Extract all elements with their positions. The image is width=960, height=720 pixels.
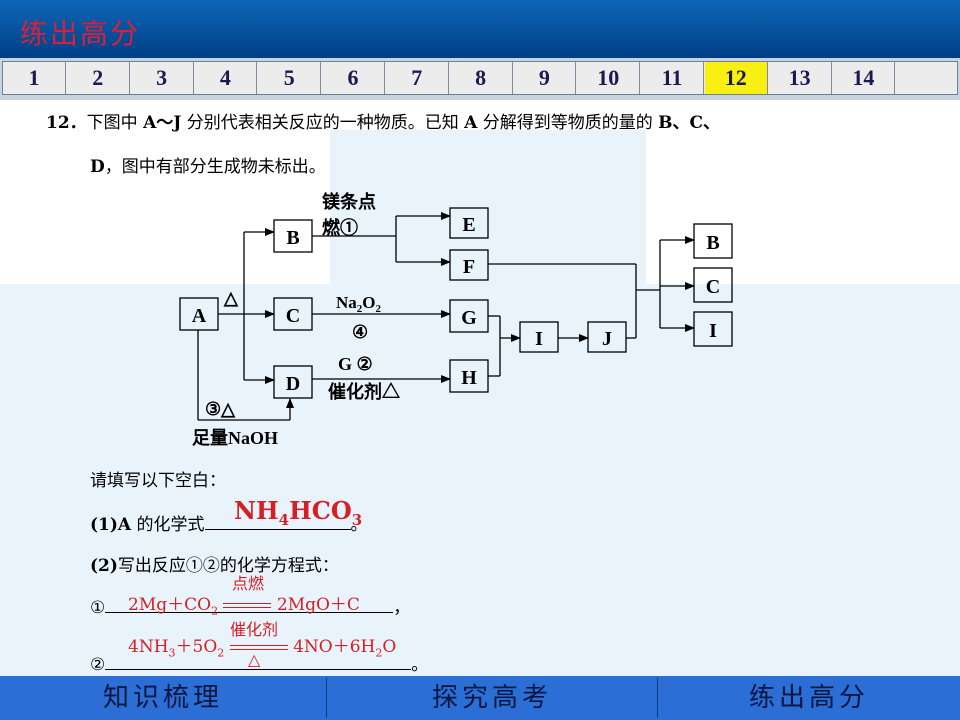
box-c2-label: C — [706, 276, 720, 298]
question-2: (2)写出反应①②的化学方程式： — [90, 556, 339, 576]
header-bar: 练出高分 — [0, 0, 960, 58]
question-number-1[interactable]: 1 — [3, 62, 66, 94]
question-number-11[interactable]: 11 — [641, 62, 704, 94]
nav-knowledge[interactable]: 知识梳理 — [102, 683, 223, 713]
question-number-5[interactable]: 5 — [258, 62, 322, 94]
box-c-label: C — [286, 305, 300, 327]
box-b-label: B — [286, 227, 299, 249]
fill-prompt: 请填写以下空白： — [90, 471, 226, 491]
box-b2-label: B — [706, 232, 719, 254]
answer-eq1: 2Mg＋CO2 2MgO＋C — [128, 595, 360, 618]
question-1: (1)A 的化学式。 — [90, 510, 368, 535]
label-naoh: 足量NaOH — [192, 427, 278, 448]
box-h-label: H — [461, 367, 477, 389]
answer-1: NH4HCO3 — [234, 496, 363, 529]
page-title: 练出高分 — [20, 17, 141, 50]
equation-1-line: ①， — [90, 593, 410, 618]
box-e — [449, 207, 489, 239]
box-i-label: I — [535, 328, 543, 350]
label-g2: G ② — [338, 354, 373, 374]
box-e-label: E — [462, 214, 475, 236]
box-i2-label: I — [709, 320, 717, 342]
question-line-2: D，图中有部分生成物未标出。 — [90, 157, 326, 177]
nav-divider — [657, 678, 658, 718]
question-number-3[interactable]: 3 — [131, 62, 194, 94]
condition-eq2-bottom: △ — [248, 650, 261, 669]
question-number-14[interactable]: 14 — [832, 62, 896, 94]
label-mg-top: 镁条点 — [322, 191, 376, 212]
label-delta: △ — [223, 288, 239, 308]
equation-2-line: ②。 — [90, 650, 428, 675]
box-f-label: F — [463, 256, 475, 278]
question-number-12[interactable]: 12 — [704, 62, 768, 94]
nav-divider — [326, 678, 327, 718]
box-d-label: D — [286, 373, 300, 395]
question-number-8[interactable]: 8 — [450, 62, 513, 94]
label-catalyst: 催化剂△ — [328, 381, 401, 402]
label-na2o2: Na2O2 — [336, 293, 382, 315]
answer-eq1-blank[interactable] — [105, 594, 394, 613]
question-number-13[interactable]: 13 — [769, 62, 832, 94]
condition-eq1: 点燃 — [232, 574, 265, 593]
content-panel — [0, 284, 960, 676]
label-mg-bottom: 燃① — [322, 217, 358, 238]
question-number-7[interactable]: 7 — [386, 62, 449, 94]
question-line-1: 12．下图中 A～J 分别代表相关反应的一种物质。已知 A 分解得到等物质的量的… — [46, 113, 721, 133]
bottom-nav: 知识梳理 探究高考 练出高分 — [0, 676, 960, 720]
answer-eq2-blank[interactable] — [105, 651, 412, 670]
condition-eq2-top: 催化剂 — [230, 620, 279, 639]
label-c3: ③△ — [205, 399, 236, 419]
answer-1-blank[interactable] — [204, 511, 351, 530]
question-number-9[interactable]: 9 — [513, 62, 577, 94]
nav-explore[interactable]: 探究高考 — [431, 683, 552, 713]
box-g-label: G — [461, 307, 477, 329]
question-number-6[interactable]: 6 — [322, 62, 385, 94]
box-j-label: J — [602, 328, 612, 350]
question-number-2[interactable]: 2 — [67, 62, 130, 94]
question-number-10[interactable]: 10 — [577, 62, 641, 94]
nav-practice[interactable]: 练出高分 — [748, 683, 869, 713]
question-number-4[interactable]: 4 — [194, 62, 258, 94]
label-circle4: ④ — [352, 322, 368, 342]
answer-eq2: 4NH3＋5O2 4NO＋6H2O — [128, 637, 397, 660]
box-a-label: A — [192, 305, 207, 327]
